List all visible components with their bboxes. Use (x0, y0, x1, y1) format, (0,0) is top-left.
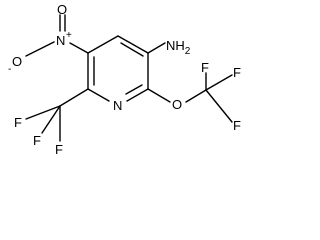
charge-plus: + (66, 30, 72, 41)
atom-ring-n: N (113, 98, 122, 113)
bond-ocf3-f-bottom (205, 89, 233, 123)
bond-o-cf3 (185, 89, 207, 103)
atom-nh2: NH2 (166, 38, 191, 57)
atom-nitro-o-left: O (12, 54, 22, 69)
atom-nitro-o-top: O (57, 2, 67, 17)
bond-c5-n (126, 88, 149, 102)
bond-c5-o (147, 88, 171, 103)
atom-cf3-f1: F (14, 115, 22, 130)
bond-ocf3-f-right (205, 74, 233, 91)
bond-cf3-f-mid (41, 105, 61, 134)
bond-c3-c4 (117, 35, 149, 54)
charge-minus: - (8, 64, 11, 75)
bond-c6-cf3 (59, 88, 89, 107)
atom-ocf3-f1: F (201, 60, 209, 75)
bond-nitro-o-left (25, 41, 55, 57)
bond-c4-nh2 (147, 42, 166, 54)
bond-c2-nitro (69, 42, 89, 54)
structure-diagram: NH2 N + O O - N O F F F F F F (8, 2, 241, 157)
atom-ether-o: O (172, 97, 182, 112)
bond-cf3-f-left (25, 105, 61, 120)
atom-cf3-f2: F (33, 133, 41, 148)
molecule-svg: NH2 N + O O - N O F F F F F F (8, 2, 241, 157)
atom-cf3-f3: F (55, 142, 63, 157)
atom-ocf3-f3: F (233, 118, 241, 133)
bond-c5-n-inner (125, 84, 143, 95)
pyridine-ring (87, 35, 149, 102)
atom-nitro-n: N (56, 33, 65, 48)
bond-c3-c4-inner (120, 42, 144, 57)
bond-c2-c3 (87, 35, 119, 54)
atom-ocf3-f2: F (233, 65, 241, 80)
bond-n-c6 (87, 88, 110, 102)
